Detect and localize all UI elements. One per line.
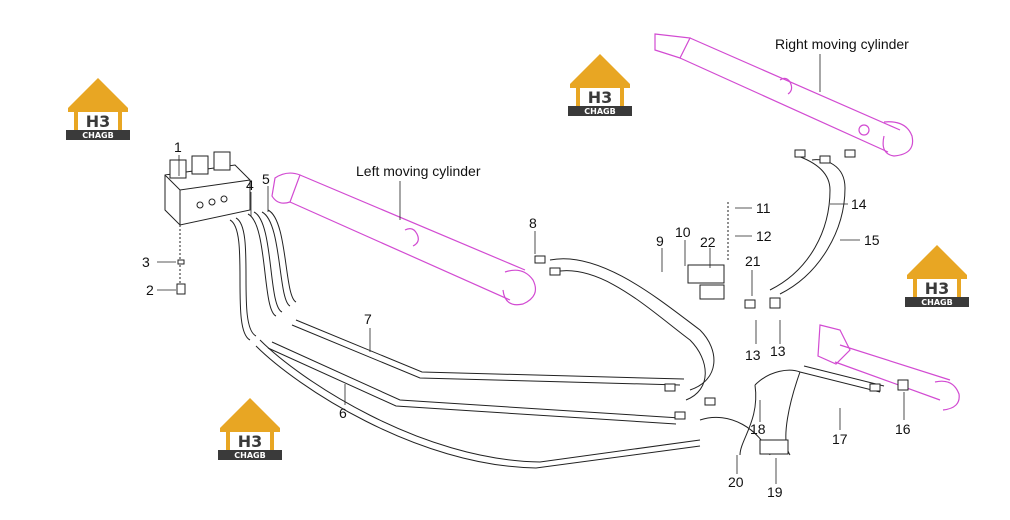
callout-2: 2 xyxy=(146,282,154,298)
logo-sub-text: CHAGB xyxy=(584,107,615,116)
left-moving-cylinder xyxy=(271,172,536,306)
fittings xyxy=(534,149,909,455)
callout-22: 22 xyxy=(700,234,716,250)
callout-7: 7 xyxy=(364,311,372,327)
right-cylinder-caption: Right moving cylinder xyxy=(775,36,909,92)
hose-lines xyxy=(229,154,885,469)
left-cylinder-label: Left moving cylinder xyxy=(356,163,481,179)
callout-1: 1 xyxy=(174,139,182,155)
callout-21: 21 xyxy=(745,253,761,269)
callout-13a: 13 xyxy=(745,347,761,363)
callout-20: 20 xyxy=(728,474,744,490)
logo-main-text: H3 xyxy=(588,88,613,107)
callout-9: 9 xyxy=(656,233,664,249)
callout-19: 19 xyxy=(767,484,783,500)
brand-logo: H3 CHAGB xyxy=(568,54,632,116)
callout-5: 5 xyxy=(262,171,270,187)
callout-14: 14 xyxy=(851,196,867,212)
lower-right-cylinder xyxy=(817,324,960,411)
logo-main-text: H3 xyxy=(925,279,950,298)
right-moving-cylinder xyxy=(654,33,914,157)
brand-logo: H3 CHAGB xyxy=(66,78,130,140)
callout-4: 4 xyxy=(246,177,254,193)
brand-logo: H3 CHAGB xyxy=(218,398,282,460)
callout-11: 11 xyxy=(756,200,771,216)
callout-15: 15 xyxy=(864,232,880,248)
part-callouts xyxy=(157,155,905,484)
logo-sub-text: CHAGB xyxy=(921,298,952,307)
part-callout-labels: 1 2 3 4 5 6 7 8 9 10 11 12 13 13 14 15 1… xyxy=(142,139,911,500)
right-cylinder-label: Right moving cylinder xyxy=(775,36,909,52)
left-cylinder-caption: Left moving cylinder xyxy=(356,163,481,220)
brand-logo: H3 CHAGB xyxy=(905,245,969,307)
callout-6: 6 xyxy=(339,405,347,421)
callout-12: 12 xyxy=(756,228,772,244)
callout-8: 8 xyxy=(529,215,537,231)
logo-sub-text: CHAGB xyxy=(82,131,113,140)
callout-16: 16 xyxy=(895,421,911,437)
callout-13b: 13 xyxy=(770,343,786,359)
logo-main-text: H3 xyxy=(86,112,111,131)
control-valve-block xyxy=(164,151,251,295)
callout-10: 10 xyxy=(675,224,691,240)
callout-17: 17 xyxy=(832,431,848,447)
logo-sub-text: CHAGB xyxy=(234,451,265,460)
logo-main-text: H3 xyxy=(238,432,263,451)
callout-3: 3 xyxy=(142,254,150,270)
callout-18: 18 xyxy=(750,421,766,437)
